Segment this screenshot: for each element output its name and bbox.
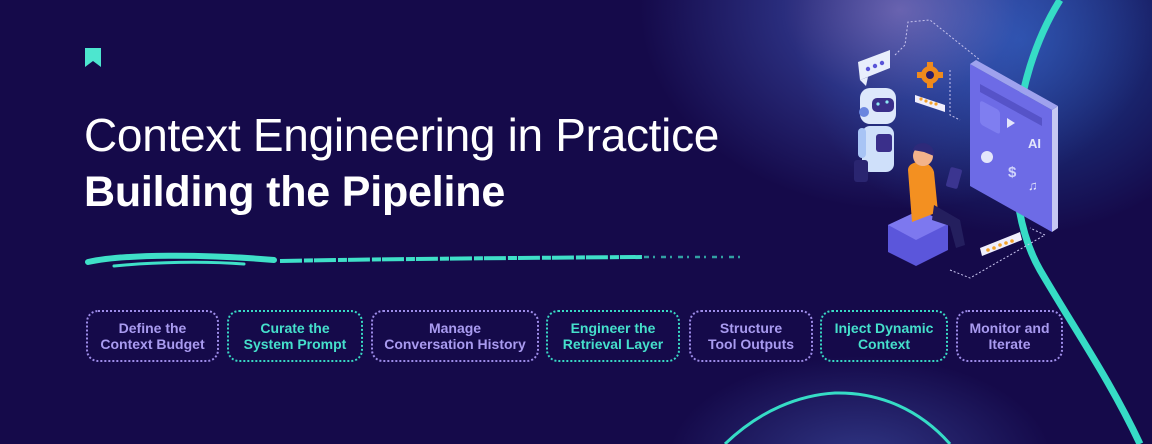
step-monitor-and-iterate[interactable]: Monitor and Iterate: [956, 310, 1063, 362]
svg-text:$: $: [1008, 164, 1017, 181]
step-label: Structure: [719, 320, 783, 336]
step-label: Inject Dynamic: [834, 320, 934, 336]
brush-underline: [85, 252, 744, 268]
page-title: Context Engineering in Practice: [84, 109, 720, 161]
person-icon: [888, 143, 965, 266]
step-label: Engineer the: [570, 320, 656, 336]
svg-text:♫: ♫: [1028, 178, 1038, 193]
step-manage-conversation-history[interactable]: Manage Conversation History: [371, 310, 539, 362]
step-label: Monitor and: [969, 320, 1050, 336]
step-label: Context: [857, 336, 911, 352]
step-label: System Prompt: [243, 336, 347, 352]
chat-bubble-icon: [858, 50, 890, 86]
step-label: Define the: [118, 320, 187, 336]
isometric-illustration: AI $ ♫: [854, 19, 1058, 279]
rating-stars-icon: [915, 95, 945, 112]
robot-icon: [854, 88, 896, 182]
step-label: Tool Outputs: [707, 336, 795, 352]
step-label: Iterate: [988, 336, 1031, 352]
rating-card-icon: [980, 232, 1022, 256]
step-label: Manage: [428, 320, 482, 336]
page-subtitle: Building the Pipeline: [84, 168, 506, 216]
gear-icon: [917, 62, 943, 88]
step-define-context-budget[interactable]: Define the Context Budget: [86, 310, 219, 362]
step-label: Retrieval Layer: [562, 336, 664, 352]
step-label: Curate the: [260, 320, 330, 336]
step-inject-dynamic-context[interactable]: Inject Dynamic Context: [820, 310, 948, 362]
step-label: Conversation History: [384, 336, 526, 352]
step-curate-system-prompt[interactable]: Curate the System Prompt: [227, 310, 363, 362]
app-panel: AI $ ♫: [970, 60, 1058, 232]
svg-text:AI: AI: [1028, 136, 1041, 151]
step-engineer-retrieval-layer[interactable]: Engineer the Retrieval Layer: [546, 310, 680, 362]
step-structure-tool-outputs[interactable]: Structure Tool Outputs: [689, 310, 813, 362]
bookmark-icon: [85, 48, 101, 67]
step-label: Context Budget: [100, 336, 205, 352]
